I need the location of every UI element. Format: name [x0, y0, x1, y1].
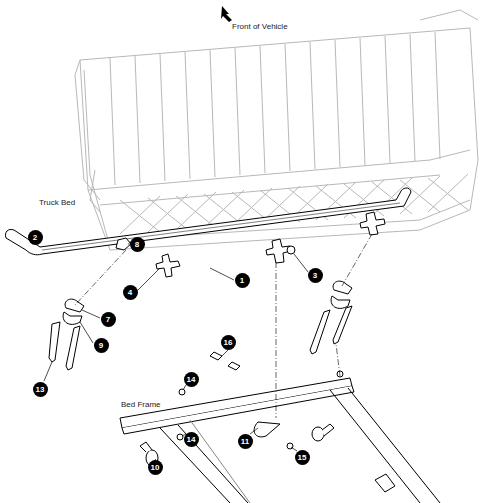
callout-number: 13: [33, 382, 48, 397]
bed-slat: [135, 56, 140, 183]
bed-slat: [335, 40, 340, 167]
bed-frame: [120, 352, 440, 503]
floor-hatch: [148, 198, 188, 230]
bed-slat: [110, 58, 115, 185]
floor-hatch: [120, 200, 160, 232]
callout-number: 1: [235, 273, 250, 288]
floor-hatch: [120, 196, 160, 234]
bed-slat: [185, 52, 190, 179]
floor-hatch: [176, 196, 216, 228]
callout-text: 9: [99, 341, 103, 350]
bed-slat: [385, 36, 390, 163]
bed-slat: [160, 54, 165, 181]
callout-number: 8: [130, 237, 145, 252]
bed-slat: [360, 38, 365, 165]
truck-bed: [75, 10, 478, 250]
callout-text: 3: [313, 271, 317, 280]
bed-slat: [410, 34, 415, 161]
direction-arrow: [221, 6, 232, 22]
callout-text: 7: [106, 315, 110, 324]
callout-number: 10: [148, 460, 163, 475]
callout-text: 4: [128, 288, 132, 297]
bed-slat: [435, 32, 440, 159]
callout-text: 8: [135, 240, 139, 249]
callout-number: 14: [184, 372, 199, 387]
clamps: [49, 212, 385, 370]
callout-number: 7: [101, 312, 116, 327]
part-label: Truck Bed: [38, 198, 76, 207]
bed-slat: [285, 44, 290, 171]
callout-text: 13: [36, 385, 45, 394]
callout-text: 11: [241, 437, 249, 446]
bed-slat: [210, 50, 215, 177]
callout-text: 14: [187, 375, 196, 384]
callout-text: 10: [151, 463, 160, 472]
leader-lines: [44, 244, 308, 462]
bed-slat: [235, 48, 240, 175]
callout-number: 15: [295, 450, 310, 465]
bar: [5, 188, 411, 255]
callout-number: 11: [238, 434, 253, 449]
callout-number: 2: [28, 230, 43, 245]
alignment-lines: [75, 234, 372, 418]
bed-slat: [260, 46, 265, 173]
callout-text: 1: [240, 276, 244, 285]
floor-hatch: [428, 174, 468, 212]
callout-number: 16: [221, 335, 236, 350]
callout-number: 3: [308, 268, 323, 283]
callout-text: 16: [224, 338, 233, 347]
callout-text: 14: [187, 435, 196, 444]
callout-number: 9: [94, 338, 109, 353]
callout-number: 14: [184, 432, 199, 447]
floor-hatch: [148, 194, 188, 232]
callout-text: 15: [298, 453, 307, 462]
callout-number: 4: [123, 285, 138, 300]
part-label: Bed Frame: [120, 400, 162, 409]
part-label: Front of Vehicle: [231, 22, 289, 31]
floor-hatch: [428, 178, 468, 210]
bed-slat: [310, 42, 315, 169]
callout-text: 2: [33, 233, 37, 242]
